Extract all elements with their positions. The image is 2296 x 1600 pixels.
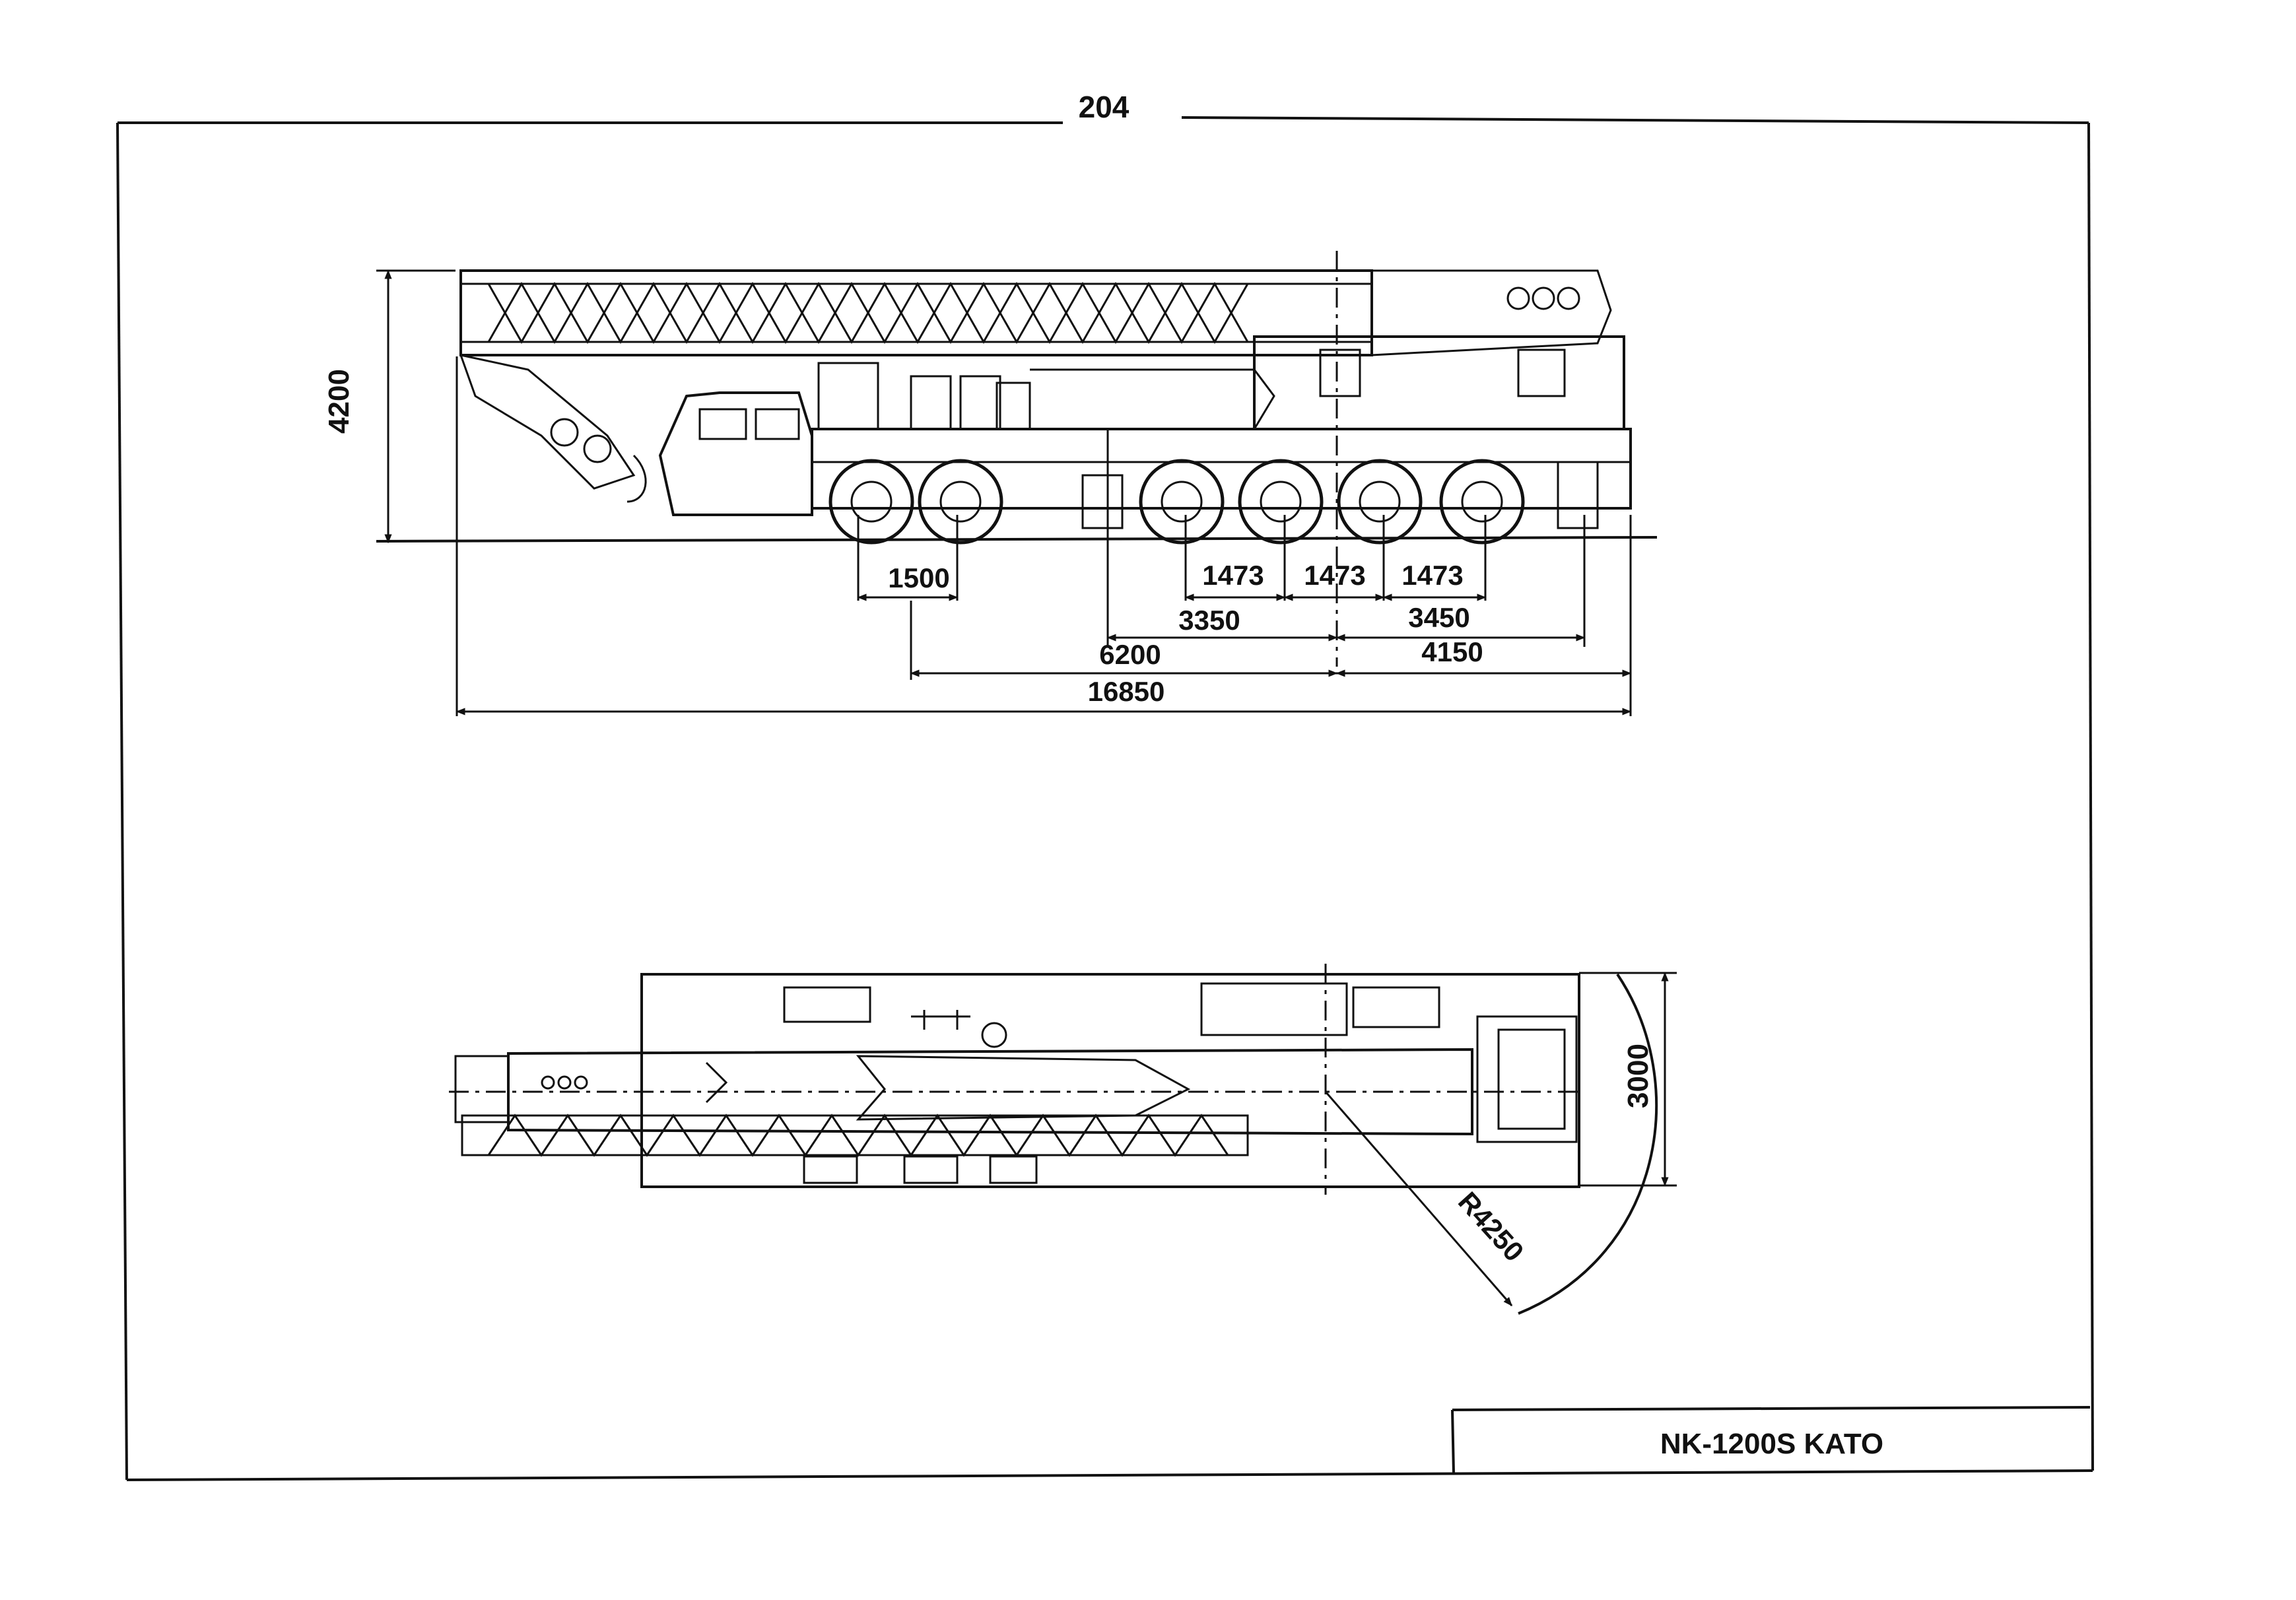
outrigger-front-offset: 3350 <box>1178 605 1240 636</box>
rear-axle-spacing-3: 1473 <box>1401 560 1463 591</box>
title-block <box>1451 1406 2091 1474</box>
crane-side-view <box>376 251 1658 667</box>
rear-axle-spacing-2: 1473 <box>1304 560 1365 591</box>
crane-top-view <box>449 964 1658 1315</box>
model-title: NK-1200S KATO <box>1660 1428 1883 1460</box>
overall-length-dimension: 16850 <box>1088 676 1165 707</box>
rear-axle-spacing-1: 1473 <box>1202 560 1264 591</box>
front-axle-spacing: 1500 <box>888 562 949 593</box>
center-to-rear-dimension: 4150 <box>1421 636 1483 667</box>
front-to-center-dimension: 6200 <box>1099 639 1161 670</box>
width-dimension: 3000 <box>1622 1044 1654 1108</box>
height-dimension: 4200 <box>323 369 355 434</box>
tail-radius-dimension: R4250 <box>1452 1186 1530 1267</box>
page-number: 204 <box>1079 90 1130 124</box>
wheels <box>828 459 1525 545</box>
top-view-dimensions <box>1579 972 1677 1187</box>
sheet-frame <box>116 116 2094 1481</box>
side-view-dimension-labels: 4200 1500 1473 1473 1473 3350 3450 6200 … <box>323 369 1483 707</box>
outrigger-rear-offset: 3450 <box>1408 602 1469 633</box>
top-view-dimension-labels: 3000 R4250 <box>1452 1044 1654 1267</box>
side-view-dimensions <box>376 269 1632 716</box>
